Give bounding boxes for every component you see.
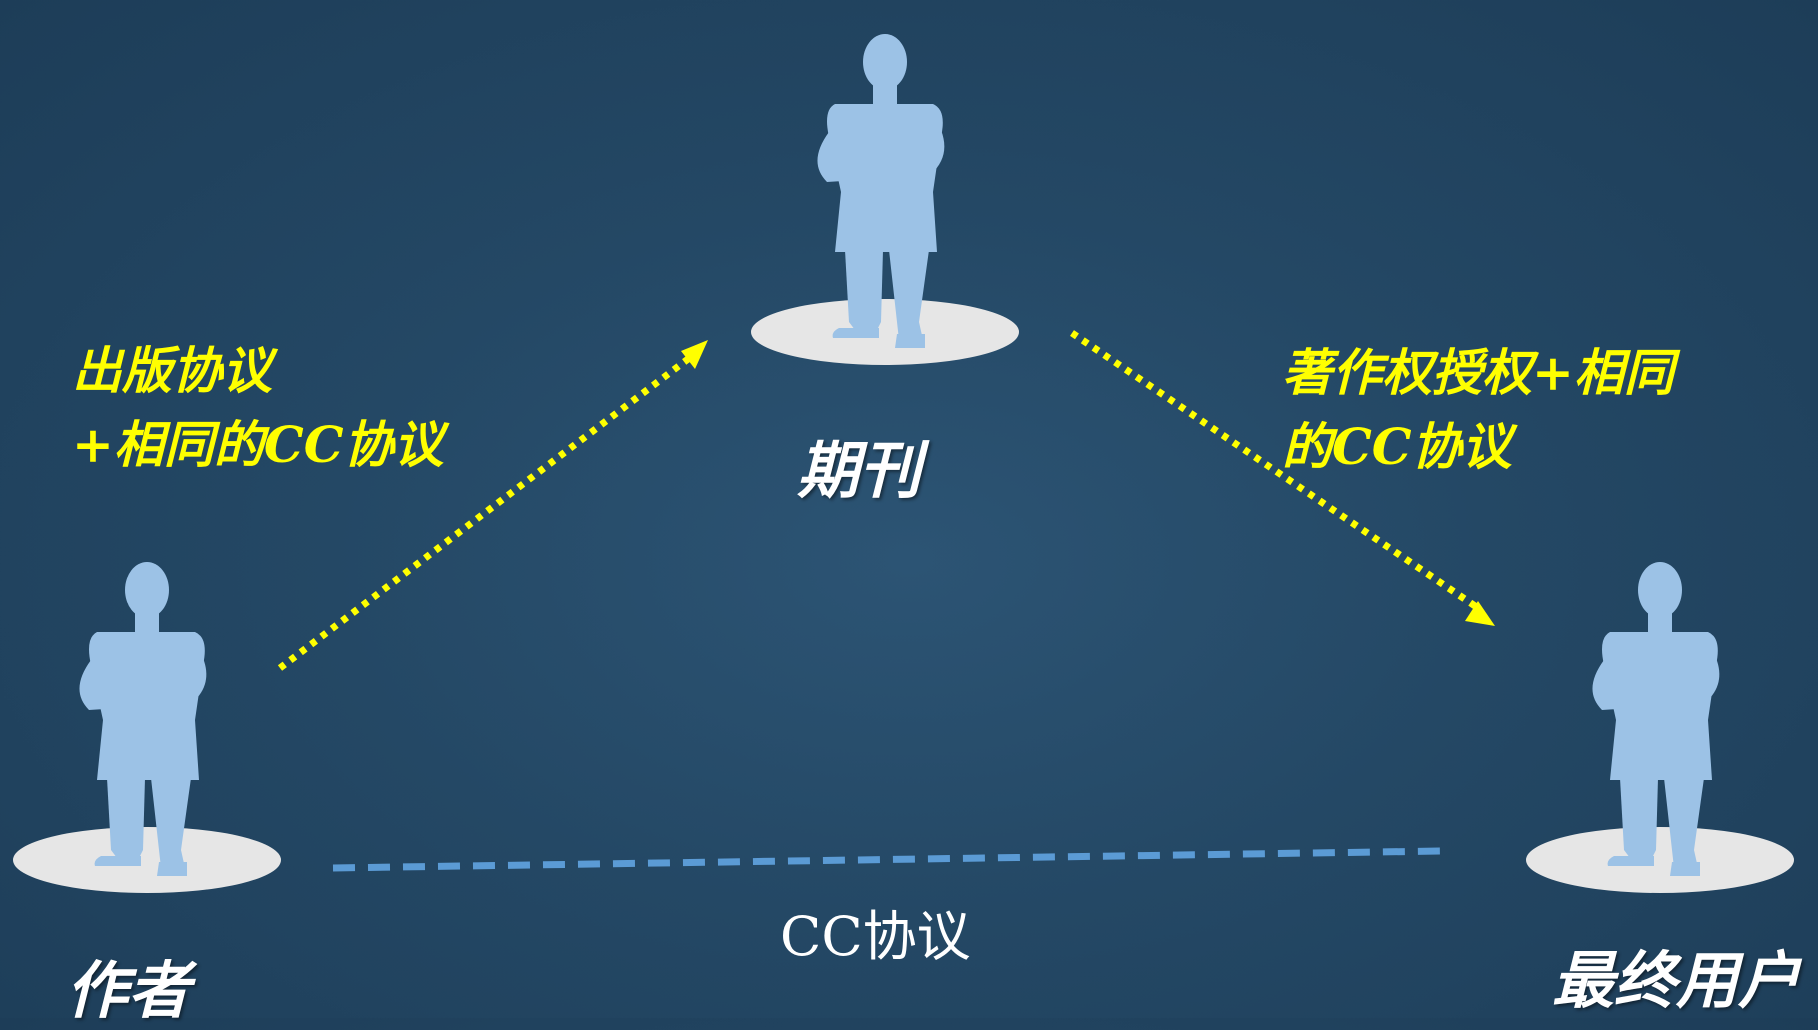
author-to-user-label: CC协议 bbox=[780, 905, 971, 968]
arrowhead-journal-to-user bbox=[1465, 601, 1495, 626]
author-to-journal-line-2: +相同的CC协议 bbox=[72, 415, 444, 474]
arrow-journal-to-user bbox=[1070, 330, 1495, 626]
end-user-label: 最终用户 bbox=[1552, 944, 1801, 1017]
journal-pedestal bbox=[751, 299, 1019, 365]
end-user-node bbox=[1526, 562, 1794, 893]
author-to-journal-label: 出版协议 +相同的CC协议 bbox=[72, 334, 443, 482]
dashed-line-author-to-user bbox=[332, 847, 1443, 872]
journal-to-user-line-1: 著作权授权+相同 bbox=[1282, 343, 1674, 402]
journal-to-user-line-2: 的CC协议 bbox=[1282, 417, 1512, 476]
journal-to-user-label: 著作权授权+相同 的CC协议 bbox=[1282, 336, 1674, 484]
author-pedestal bbox=[13, 827, 281, 893]
author-label: 作者 bbox=[66, 954, 191, 1027]
end-user-pedestal bbox=[1526, 827, 1794, 893]
arrow-author-to-journal bbox=[277, 340, 708, 671]
journal-label: 期刊 bbox=[797, 434, 922, 507]
arrowhead-author-to-journal bbox=[681, 340, 708, 369]
author-to-journal-line-1: 出版协议 bbox=[72, 341, 272, 400]
author-node bbox=[13, 562, 281, 893]
journal-node bbox=[751, 34, 1019, 365]
